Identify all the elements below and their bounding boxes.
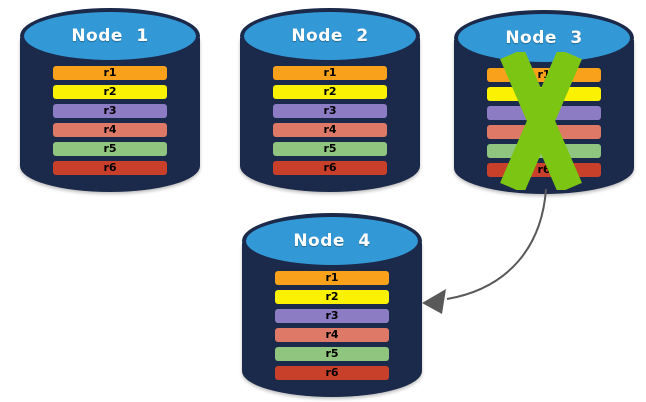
node-4-replica-r4: r4 xyxy=(275,328,389,342)
node-4-replica-r3: r3 xyxy=(275,309,389,323)
node-2-replica-r3: r3 xyxy=(273,104,387,118)
node-4-replica-r5: r5 xyxy=(275,347,389,361)
node-4-label: Node 4 xyxy=(293,231,371,251)
node-4-replica-r6: r6 xyxy=(275,366,389,380)
node-3-label: Node 3 xyxy=(505,28,583,48)
node-1-replica-r4: r4 xyxy=(53,123,167,137)
node-2-replica-r2: r2 xyxy=(273,85,387,99)
node-4-replica-stack: r1 r2 r3 r4 r5 r6 xyxy=(275,271,389,385)
node-2-label: Node 2 xyxy=(291,26,369,46)
failure-x-stroke-2 xyxy=(500,52,582,190)
node-2-replica-r1: r1 xyxy=(273,66,387,80)
node-1-replica-r6: r6 xyxy=(53,161,167,175)
node-3-cylinder-top: Node 3 xyxy=(454,10,634,66)
node-3-cylinder: Node 3 r1 r2 r3 r4 r5 r6 xyxy=(454,10,634,194)
node-4-replica-r2: r2 xyxy=(275,290,389,304)
node-4-cylinder-top: Node 4 xyxy=(242,213,422,269)
node-1-cylinder: Node 1 r1 r2 r3 r4 r5 r6 xyxy=(20,8,200,192)
failover-arrow-line xyxy=(446,188,547,300)
node-4-cylinder: Node 4 r1 r2 r3 r4 r5 r6 xyxy=(242,213,422,397)
failover-arrow-head xyxy=(422,289,446,314)
node-1-replica-r5: r5 xyxy=(53,142,167,156)
node-2-cylinder-top: Node 2 xyxy=(240,8,420,64)
node-2-replica-r5: r5 xyxy=(273,142,387,156)
failure-x-icon xyxy=(500,52,582,190)
node-1-replica-r2: r2 xyxy=(53,85,167,99)
node-2-cylinder: Node 2 r1 r2 r3 r4 r5 r6 xyxy=(240,8,420,192)
node-1-label: Node 1 xyxy=(71,26,149,46)
node-1-replica-stack: r1 r2 r3 r4 r5 r6 xyxy=(53,66,167,180)
node-1-cylinder-top: Node 1 xyxy=(20,8,200,64)
node-2-replica-r4: r4 xyxy=(273,123,387,137)
node-2-replica-stack: r1 r2 r3 r4 r5 r6 xyxy=(273,66,387,180)
node-4-replica-r1: r1 xyxy=(275,271,389,285)
failover-arrow xyxy=(422,188,547,314)
node-1-replica-r3: r3 xyxy=(53,104,167,118)
node-2-replica-r6: r6 xyxy=(273,161,387,175)
node-1-replica-r1: r1 xyxy=(53,66,167,80)
